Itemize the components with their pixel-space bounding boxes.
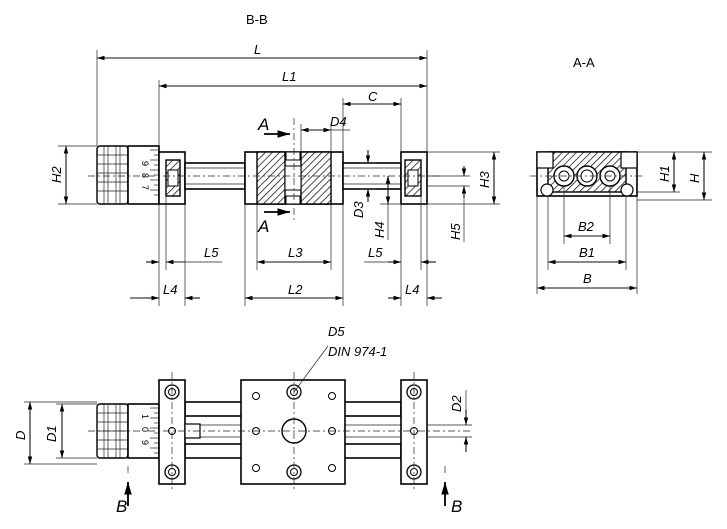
section-b-marker-left: B xyxy=(116,497,127,516)
dim-L1: L1 xyxy=(282,69,296,84)
dim-H: H xyxy=(687,173,702,183)
dim-B2: B2 xyxy=(578,219,595,234)
carriage-section-left xyxy=(256,151,286,205)
knurl-bands xyxy=(97,146,128,204)
dim-H1: H1 xyxy=(657,165,672,182)
dim-C: C xyxy=(368,89,378,104)
section-aa-title: A-A xyxy=(573,55,595,70)
section-a-marker-bottom: A xyxy=(257,217,269,236)
dim-L: L xyxy=(254,42,261,57)
scale-digit-bottom-1: 1 xyxy=(140,414,150,419)
dim-D: D xyxy=(13,431,28,440)
din-standard-note: DIN 974-1 xyxy=(328,344,387,359)
dim-H4: H4 xyxy=(372,221,387,238)
dim-D5: D5 xyxy=(328,324,345,339)
dim-L2: L2 xyxy=(288,282,303,297)
scale-digit-bottom-3: 9 xyxy=(140,440,150,445)
dim-L4-left: L4 xyxy=(163,282,177,297)
carriage-section-right xyxy=(300,151,332,205)
section-b-marker-right: B xyxy=(451,497,462,516)
dim-D4: D4 xyxy=(330,114,347,129)
section-a-marker-top: A xyxy=(257,115,269,134)
dim-D3: D3 xyxy=(351,201,366,218)
scale-digit-top-3: 7 xyxy=(140,185,150,190)
scale-digit-top-1: 9 xyxy=(140,161,150,166)
dim-L5-right: L5 xyxy=(368,245,383,260)
dim-L4-right: L4 xyxy=(405,282,419,297)
plan-view: 1 0 9 D5 DIN 974-1 xyxy=(13,324,472,516)
section-aa-view: H1 H B2 B1 B xyxy=(530,151,712,294)
dim-D1: D1 xyxy=(44,425,59,442)
scale-digit-top-2: 8 xyxy=(140,173,150,178)
dim-L5-left: L5 xyxy=(204,245,219,260)
dim-D2: D2 xyxy=(449,395,464,412)
dim-H2: H2 xyxy=(49,166,64,183)
dim-L3: L3 xyxy=(288,245,303,260)
dim-B: B xyxy=(583,271,592,286)
section-bb-view: 9 8 7 A A xyxy=(49,42,500,306)
scale-drum xyxy=(127,145,160,205)
section-bb-title: B-B xyxy=(246,12,268,27)
scale-digit-bottom-2: 0 xyxy=(140,427,150,432)
scale-ticks xyxy=(150,149,159,196)
dim-B1: B1 xyxy=(579,245,595,260)
dim-H3: H3 xyxy=(477,171,492,188)
dim-H5: H5 xyxy=(448,223,463,240)
